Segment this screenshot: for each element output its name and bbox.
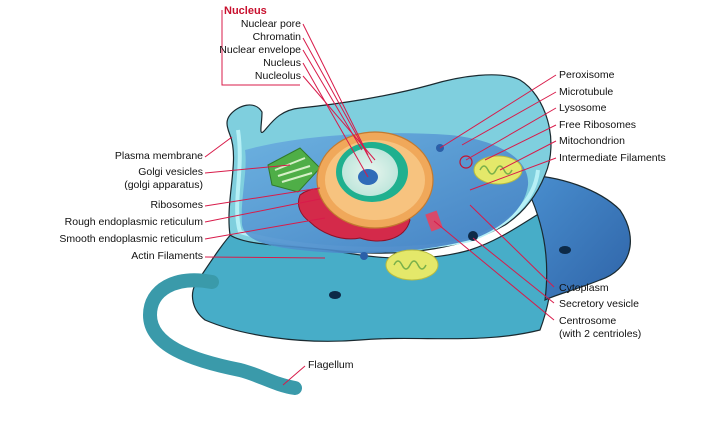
nucleus — [316, 131, 434, 229]
label-nuclear-pore: Nuclear pore — [240, 18, 301, 30]
label-flagellum: Flagellum — [308, 359, 354, 371]
label-smooth-er: Smooth endoplasmic reticulum — [59, 233, 203, 245]
secretory-vesicle — [468, 231, 478, 241]
label-lysosome: Lysosome — [559, 102, 607, 114]
label-cytoplasm: Cytoplasm — [559, 282, 609, 294]
lysosome — [459, 155, 473, 169]
label-peroxisome: Peroxisome — [559, 69, 615, 81]
label-golgi-apparatus: (golgi apparatus) — [124, 179, 203, 191]
label-nuclear-envelope: Nuclear envelope — [219, 44, 301, 56]
label-rough-er: Rough endoplasmic reticulum — [64, 216, 203, 228]
dark-spot-right — [559, 246, 571, 254]
vesicle — [360, 252, 368, 260]
label-microtubule: Microtubule — [559, 86, 614, 98]
leader-lines — [204, 10, 557, 386]
label-plasma-membrane: Plasma membrane — [114, 150, 203, 162]
label-mitochondrion: Mitochondrion — [559, 135, 625, 147]
label-nucleus: Nucleus — [263, 57, 301, 69]
label-golgi-vesicles: Golgi vesicles — [138, 166, 203, 178]
dark-spot — [329, 291, 341, 299]
mitochondrion-2 — [385, 249, 439, 281]
cell-right-lobe — [518, 174, 631, 302]
flagellum — [142, 273, 302, 395]
golgi-apparatus — [267, 147, 321, 193]
label-actin-filaments: Actin Filaments — [131, 250, 203, 262]
label-ribosomes: Ribosomes — [150, 199, 203, 211]
label-secretory-vesicle: Secretory vesicle — [559, 298, 639, 310]
label-free-ribosomes: Free Ribosomes — [559, 119, 637, 131]
label-centrioles: (with 2 centrioles) — [559, 328, 642, 340]
label-centrosome: Centrosome — [559, 315, 617, 327]
label-chromatin: Chromatin — [252, 31, 301, 43]
mitochondrion-1 — [473, 155, 523, 185]
label-intermediate-filaments: Intermediate Filaments — [559, 152, 666, 164]
nucleus-group-title: Nucleus — [224, 5, 267, 17]
label-nucleolus: Nucleolus — [254, 70, 301, 82]
